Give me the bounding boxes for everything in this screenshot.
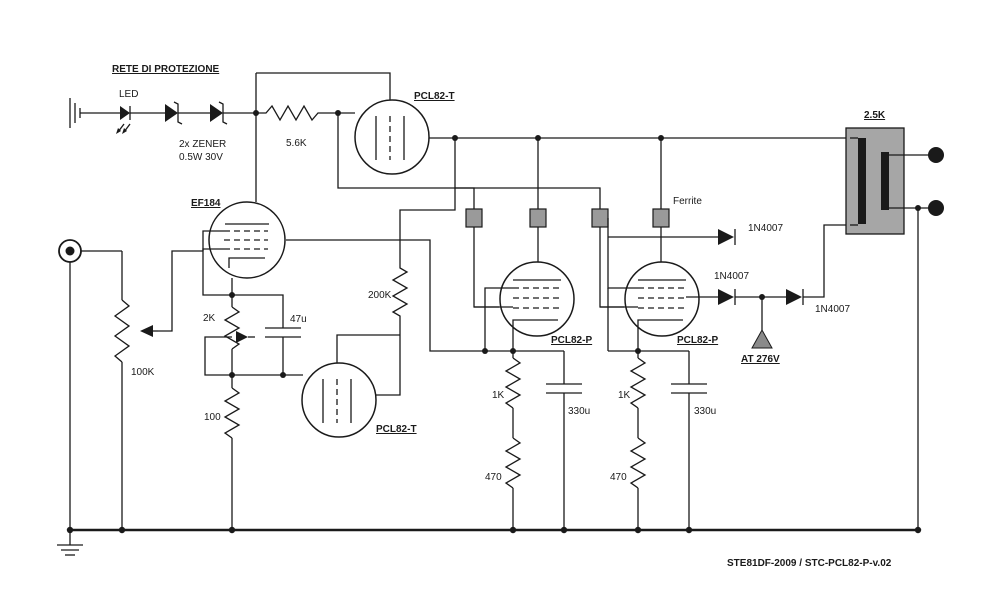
diode-3-label: 1N4007 (815, 304, 850, 315)
resistor-1k-b (629, 357, 647, 409)
diode-1n4007-top (718, 229, 736, 245)
led-diode (116, 106, 165, 134)
trimmer-2k (204, 295, 255, 376)
led-label: LED (119, 89, 138, 100)
zener-qty-label: 2x ZENER (179, 139, 226, 150)
zener-spec-label: 0.5W 30V (179, 152, 223, 163)
pcl82-p-1-label: PCL82-P (551, 335, 592, 346)
speaker-terminal-bottom (928, 200, 944, 216)
ef184-tube (208, 201, 286, 279)
input-jack (58, 239, 90, 530)
zener-diode-1 (165, 101, 210, 125)
protection-network-label: RETE DI PROTEZIONE (112, 64, 220, 75)
zener-diode-2 (210, 101, 256, 125)
capacitor-330u-b (671, 351, 707, 530)
resistor-200k (375, 262, 409, 396)
resistor-1k-a-label: 1K (492, 390, 505, 401)
supply-arrow (751, 297, 773, 349)
junction-dot (915, 205, 921, 211)
diode-1n4007-right (786, 289, 804, 305)
transformer-label: 2.5K (864, 110, 886, 121)
pcl82-t-bottom-label: PCL82-T (376, 424, 417, 435)
capacitor-330u-a-label: 330u (568, 406, 590, 417)
junction-dot (280, 372, 286, 378)
resistor-200k-label: 200K (368, 290, 392, 301)
pcl82-p-2-label: PCL82-P (677, 335, 718, 346)
resistor-5k6-label: 5.6K (286, 138, 307, 149)
pcl82-triode-bottom (301, 362, 377, 438)
speaker-terminal-top (928, 147, 944, 163)
resistor-1k-b-label: 1K (618, 390, 631, 401)
ferrite-label: Ferrite (673, 196, 702, 207)
supply-label: AT 276V (741, 354, 780, 365)
resistor-470-b-label: 470 (610, 472, 627, 483)
output-transformer (845, 127, 935, 235)
resistor-100 (223, 375, 241, 530)
resistor-100-label: 100 (204, 412, 221, 423)
junction-dot (452, 135, 458, 141)
pot-100k-label: 100K (131, 367, 155, 378)
capacitor-330u-b-label: 330u (694, 406, 716, 417)
ground-symbol (57, 530, 83, 556)
chassis-ground-symbol (69, 98, 120, 128)
pcl82-t-top-label: PCL82-T (414, 91, 455, 102)
resistor-470-a (504, 437, 522, 489)
pcl82-pentode-1 (499, 261, 575, 337)
resistor-470-b (629, 437, 647, 489)
resistor-470-a-label: 470 (485, 472, 502, 483)
pcl82-triode-top (354, 99, 430, 175)
resistor-5k6 (256, 104, 338, 122)
pcl82-pentode-2 (624, 261, 700, 337)
trimmer-2k-label: 2K (203, 313, 216, 324)
diode-1n4007-mid (718, 289, 736, 305)
capacitor-47u (232, 294, 301, 375)
diode-1-label: 1N4007 (748, 223, 783, 234)
volume-potentiometer (90, 250, 203, 530)
ferrite-beads (465, 208, 670, 228)
diode-2-label: 1N4007 (714, 271, 749, 282)
capacitor-330u-a (546, 351, 582, 530)
ef184-label: EF184 (191, 198, 221, 209)
capacitor-47u-label: 47u (290, 314, 307, 325)
resistor-1k-a (504, 357, 522, 409)
footer-text: STE81DF-2009 / STC-PCL82-P-v.02 (727, 558, 892, 569)
